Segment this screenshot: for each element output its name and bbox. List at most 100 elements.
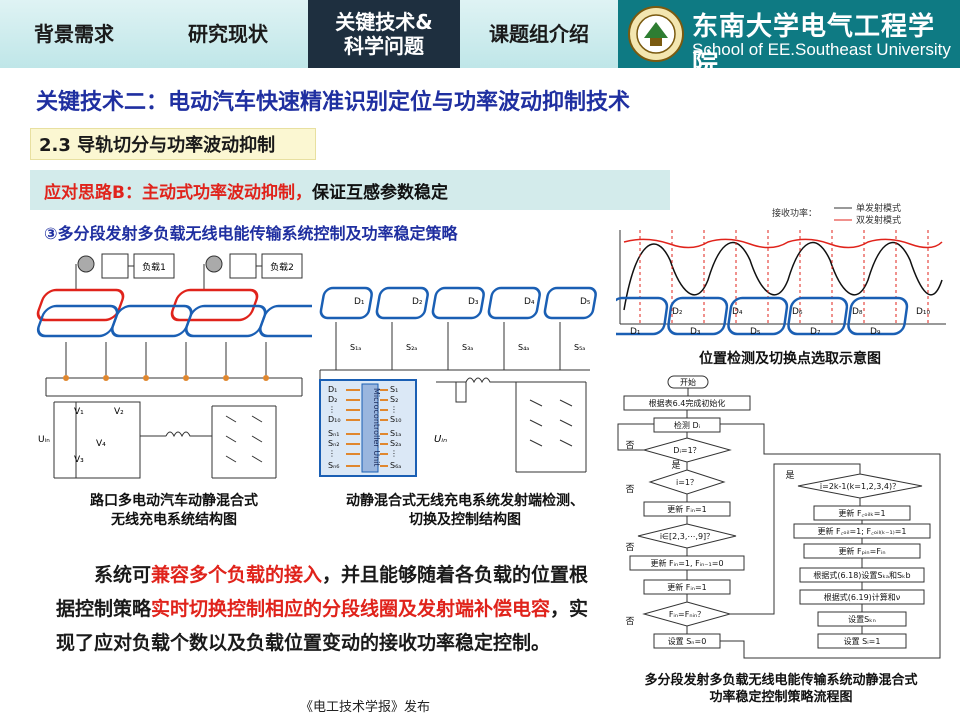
fc-no-3: 否 [625,542,634,553]
mcu-in-1: D₁ [328,385,337,394]
seg-d8: D₈ [852,307,863,317]
switch-s2-label: S₂ₐ [406,343,417,352]
tab-background-needs[interactable]: 背景需求 [34,22,114,46]
mcu-out-3: ⋮ [390,405,398,414]
fc-init: 根据表6.4完成初始化 [649,398,726,408]
fc-calc2: 根据式(6.19)计算和ν [824,592,901,602]
fc-q-di: Dᵢ=1？ [673,446,700,455]
fc-yes-2: 是 [785,470,794,481]
para-highlight-1: 兼容多个负载的接入 [151,564,323,586]
coil-d4-label: D₄ [524,297,535,307]
position-detection-diagram: 接收功率： 单发射模式 双发射模式 D₁ D₂ D₃ D₄ D₅ D₆ D₇ D… [616,202,946,337]
load-unit-1: 负载1 [77,253,175,279]
fc-q-k: i=2k-1(k=1,2,3,4)？ [820,482,900,491]
tab-key-technology[interactable]: 关键技术& 科学问题 [308,0,460,68]
legend-label: 接收功率： [772,207,817,219]
fc-start: 开始 [680,377,696,387]
seg-d2: D₂ [672,307,683,317]
switch-s5-label: S₅ₐ [574,343,585,352]
idea-black-text: 保证互感参数稳定 [311,182,448,203]
mcu-in-8: Sₙ₆ [328,461,339,470]
university-seal-icon [628,6,684,62]
summary-paragraph: 系统可兼容多个负载的接入，并且能够随着各负载的位置根据控制策略实时切换控制相应的… [56,558,596,660]
fc-upd-fi-prev: 更新 Fᵢₙ=1, Fᵢₙ₋₁=0 [650,558,723,568]
mcu-out-7: ⋮ [390,449,398,458]
school-name-en: School of EE.Southeast University [692,40,951,59]
system-structure-diagram: 负载1 负载2 V₁ V₂ V₃ V₄ Uᵢₙ [36,253,312,479]
load-1-label: 负载1 [142,261,166,273]
seg-d9: D₉ [870,327,881,337]
load-unit-2: 负载2 [205,253,303,279]
v4-label: V₄ [96,439,106,449]
top-navbar: 背景需求 研究现状 关键技术& 科学问题 课题组介绍 东南大学电气工程学院 Sc… [0,0,960,79]
slide-heading: 关键技术二：电动汽车快速精准识别定位与功率波动抑制技术 [36,90,631,115]
flowchart-caption: 多分段发射多负载无线电能传输系统动静混合式 功率稳定控制策略流程图 [644,673,918,705]
fc-calc1: 根据式(6.18)设置Sₖₐ和Sₖb [813,570,910,580]
section-title: 2.3 导轨切分与功率波动抑制 [30,128,316,160]
fc-no-1: 否 [625,440,634,451]
coil-d1-label: D₁ [354,297,365,307]
fc-q-range: i∈[2,3,⋯,9]？ [660,532,714,541]
tab-research-status[interactable]: 研究现状 [188,22,268,46]
diagram2-caption: 动静混合式无线充电系统发射端检测、 切换及控制结构图 [346,493,584,528]
mcu-in-5: Sₙ₁ [328,429,339,438]
idea-banner: 应对思路B：主动式功率波动抑制， 保证互感参数稳定 [30,170,670,210]
legend-single: 单发射模式 [856,202,901,214]
mcu-in-6: Sₙ₂ [328,439,339,448]
v3-label: V₃ [74,455,84,465]
fc-yes-1: 是 [671,460,680,471]
para-part-5: ，实现了应对负载个数以及负载位置变动的接收功率稳定控制。 [56,598,589,654]
uin-label: Uᵢₙ [38,435,50,445]
coil-d2-label: D₂ [412,297,423,307]
footer-source: 《电工技术学报》发布 [300,700,431,715]
mcu-out-2: S₂ [390,395,398,404]
fc-upd-fi2: 更新 Fᵢₙ=1 [667,582,707,592]
fc-no-4: 否 [625,616,634,627]
fc-no-2: 否 [625,484,634,495]
fc-upd-fcoil: 更新 F꜀ₒᵢₗₖ=1 [838,508,885,518]
school-brand: 东南大学电气工程学院 School of EE.Southeast Univer… [618,0,960,79]
fc-q-fi: Fᵢₙ=Fₙᵢₙ？ [669,610,705,619]
coil-d5-label: D₅ [580,297,591,307]
switch-s1-label: S₁ₐ [350,343,361,352]
dual-mode-curve [623,238,943,249]
detection-switching-diagram: D₁ D₂ D₃ D₄ D₅ S₁ₐ S₂ₐ S₃ₐ S₄ₐ S₅ₐ Micro… [319,286,597,477]
diagram1-caption: 路口多电动汽车动静混合式 无线充电系统结构图 [90,493,258,528]
fc-set-s: 设置Sₖₙ [848,614,876,624]
fc-q-i1: i=1？ [676,478,698,487]
fc-set-sn: 设置 Sₙ=0 [668,636,707,646]
mcu-in-7: ⋮ [328,449,336,458]
seg-d6: D₆ [792,307,803,317]
seg-d5: D₅ [750,327,761,337]
para-part-3: ，并且能够随着各负载的位置根据控制策略 [56,564,589,620]
fc-set-s1: 设置 Sᵢ=1 [844,636,881,646]
mcu-in-3: ⋮ [328,405,336,414]
v2-label: V₂ [114,407,124,417]
mcu-out-6: S₂ₐ [390,439,401,448]
tab-group-intro[interactable]: 课题组介绍 [489,22,589,46]
switch-s3-label: S₃ₐ [462,343,473,352]
seg-d1: D₁ [630,327,641,337]
load-2-label: 负载2 [270,261,294,273]
fc-upd-fpin: 更新 Fₚᵢₙ=Fᵢₙ [838,546,885,556]
control-flowchart: 开始 根据表6.4完成初始化 检测 Dᵢ Dᵢ=1？ i=1？ 更新 Fᵢₙ=1… [617,375,941,659]
diagram3-caption: 位置检测及切换点选取示意图 [699,351,881,367]
switch-s4-label: S₄ₐ [518,343,529,352]
v1-label: V₁ [74,407,84,417]
para-highlight-2: 实时切换控制相应的分段线圈及发射端补偿电容 [151,598,551,620]
coil-d3-label: D₃ [468,297,479,307]
seg-d4: D₄ [732,307,743,317]
mcu-out-5: S₁ₐ [390,429,401,438]
fc-detect: 检测 Dᵢ [674,420,700,430]
mcu-out-1: S₁ [390,385,398,394]
mcu-in-2: D₂ [328,395,337,404]
seg-d7: D₇ [810,327,821,337]
fc-upd-fi1: 更新 Fᵢₙ=1 [667,504,707,514]
mcu-in-4: D₁₀ [328,415,341,424]
seg-d3: D₃ [690,327,701,337]
legend-dual: 双发射模式 [856,214,901,226]
seg-d10: D₁₀ [916,307,931,317]
mcu-label: Microcontroller Unit [372,388,381,467]
idea-red-text: 应对思路B：主动式功率波动抑制， [44,182,312,203]
para-part-1: 系统可 [94,564,152,586]
